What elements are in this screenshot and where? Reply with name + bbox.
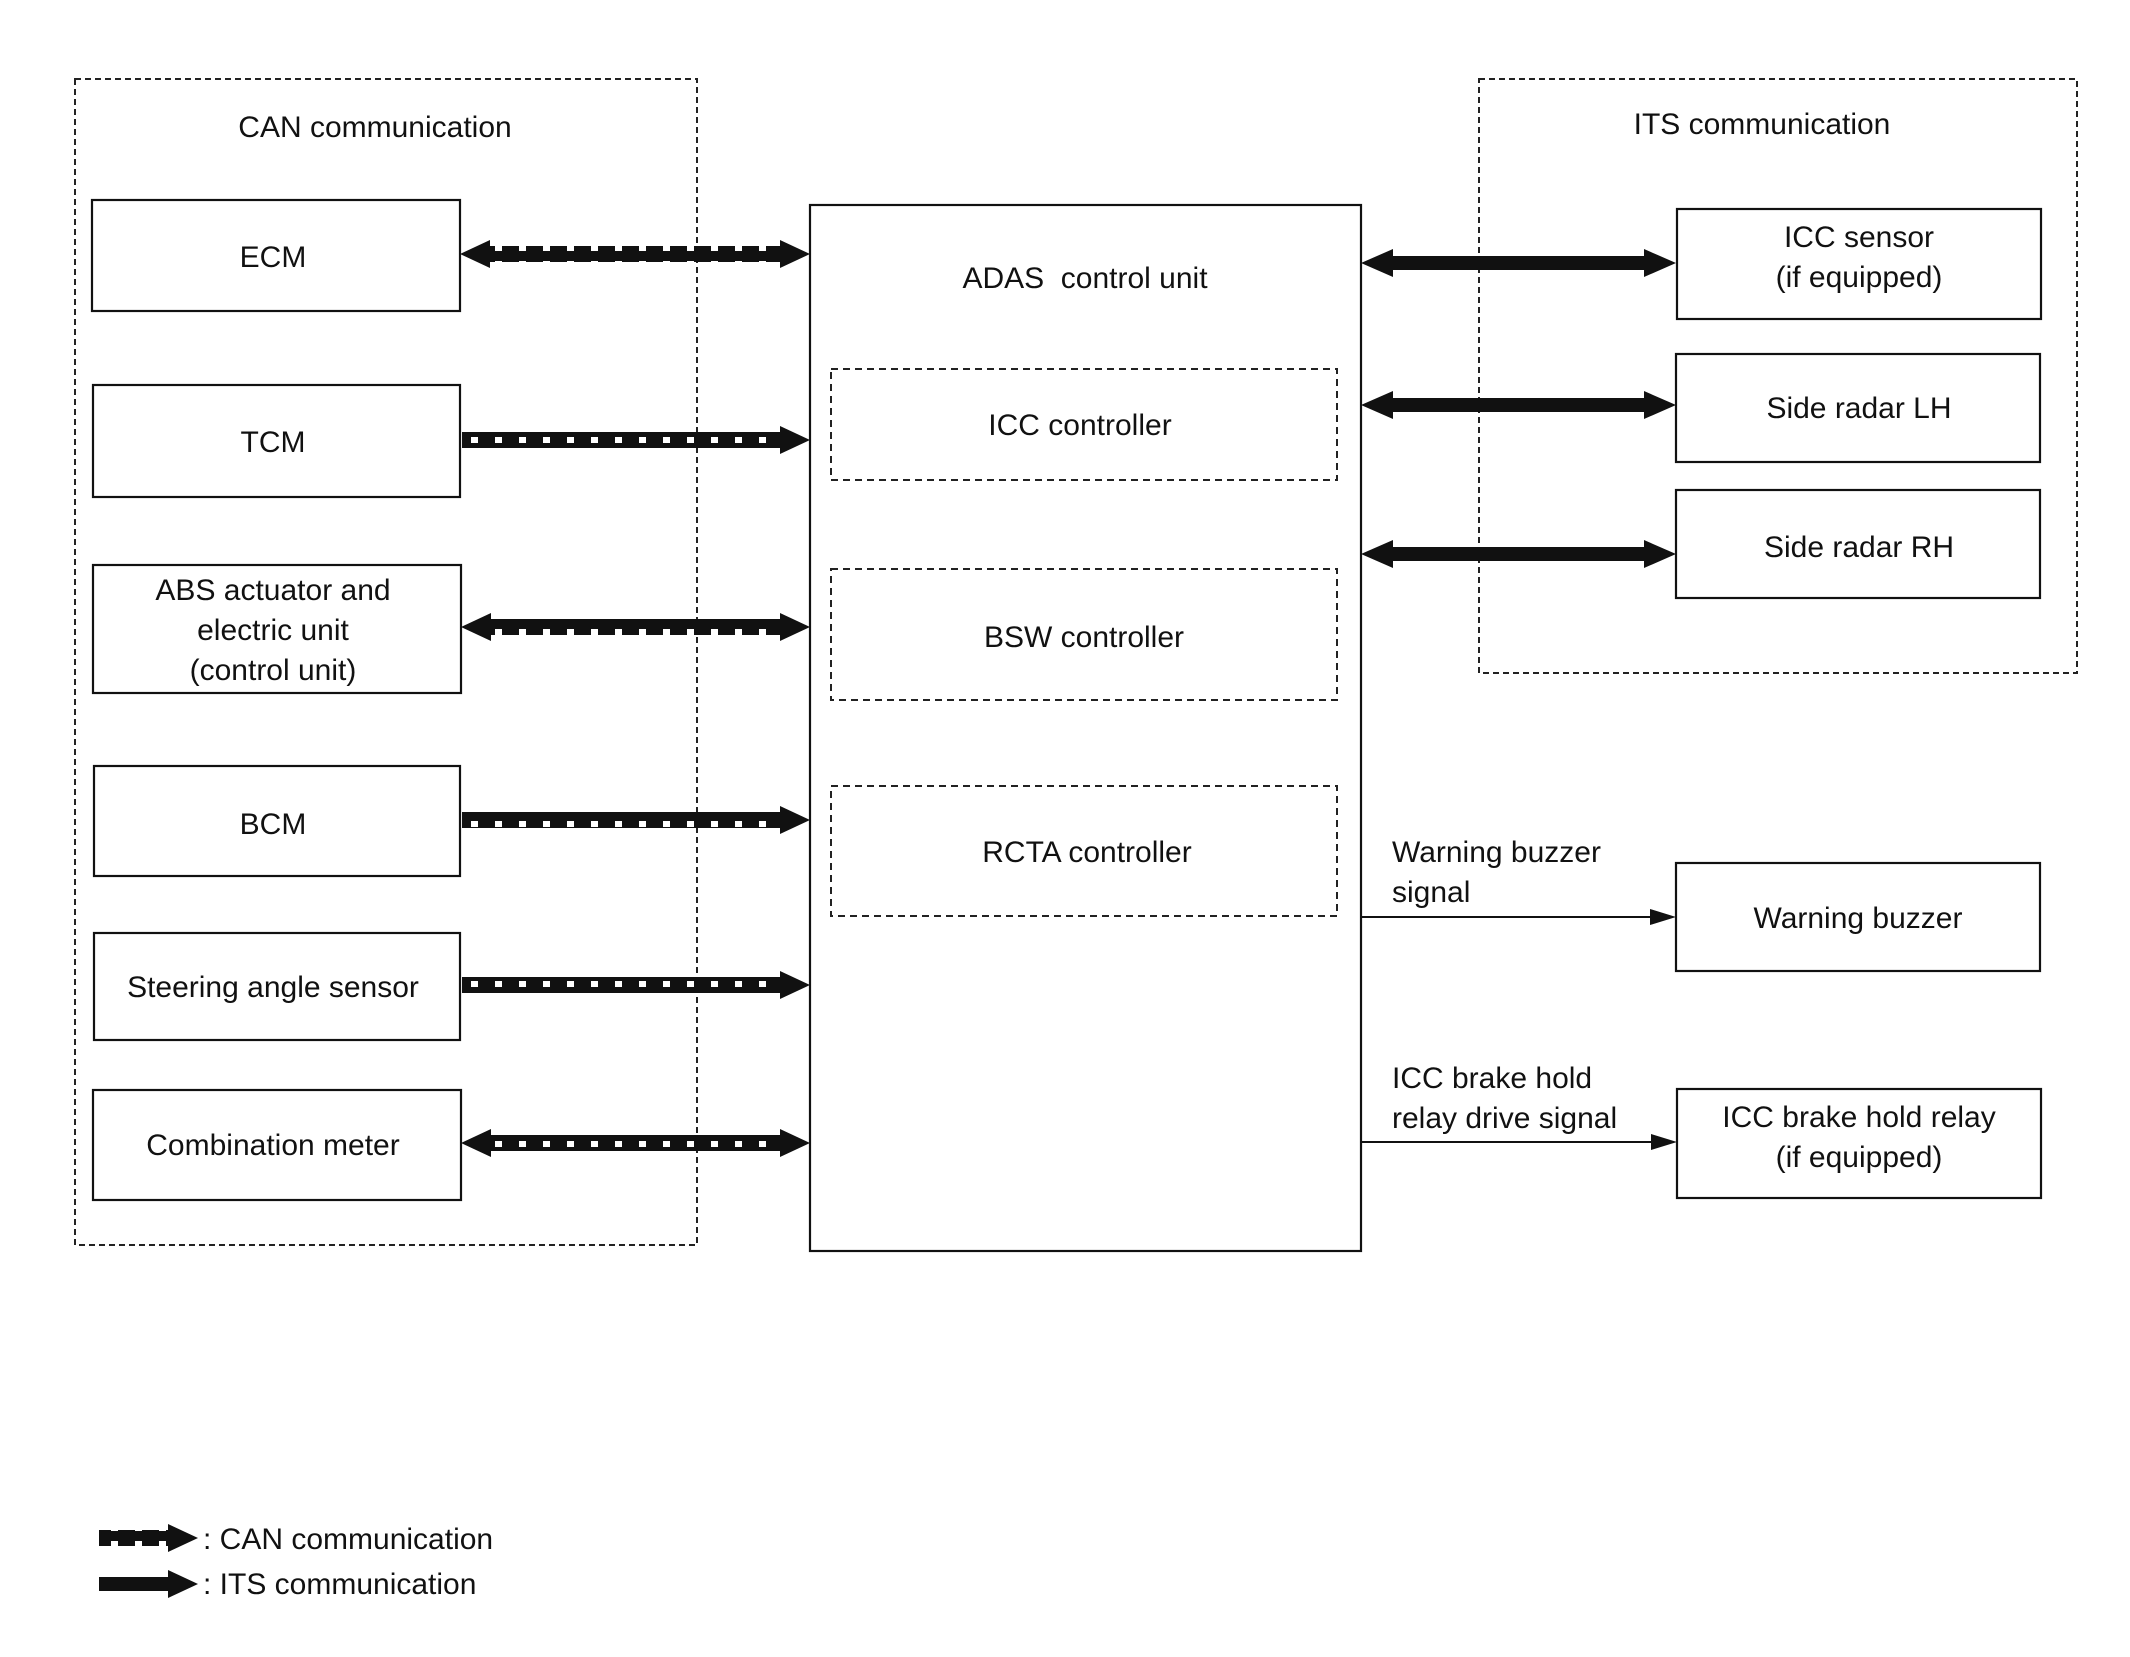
abs-label-line2: electric unit <box>197 614 349 647</box>
abs-label-line1: ABS actuator and <box>155 574 390 607</box>
abs-box <box>91 563 463 695</box>
ecm-box <box>90 198 462 313</box>
steering-angle-sensor-label: Steering angle sensor <box>127 971 419 1004</box>
brake-hold-signal-arrow <box>1361 1134 1677 1150</box>
brake-hold-relay-label-line2: (if equipped) <box>1776 1141 1943 1174</box>
bcm-can-arrow <box>462 806 810 834</box>
its-group-frame <box>1478 78 2078 674</box>
warning-buzzer-label: Warning buzzer <box>1754 902 1963 935</box>
brake-hold-signal-line1: ICC brake hold <box>1392 1062 1592 1095</box>
warning-buzzer-signal-line2: signal <box>1392 876 1470 909</box>
bcm-label: BCM <box>240 808 307 841</box>
tcm-can-arrow <box>462 426 810 454</box>
icc-controller-label: ICC controller <box>988 409 1171 442</box>
icc-sensor-label-line1: ICC sensor <box>1784 221 1934 254</box>
abs-can-arrow <box>461 613 810 641</box>
can-group-title: CAN communication <box>238 111 511 144</box>
legend-its-arrow-sample <box>99 1570 198 1598</box>
rcta-controller-label: RCTA controller <box>982 836 1192 869</box>
combination-meter-box <box>91 1088 463 1202</box>
tcm-label: TCM <box>241 426 306 459</box>
brake-hold-relay-box <box>1675 1087 2043 1200</box>
can-group-frame <box>74 78 698 1246</box>
side-radar-lh-label: Side radar LH <box>1766 392 1951 425</box>
legend-can-label: : CAN communication <box>203 1523 493 1556</box>
ecm-can-arrow <box>460 240 810 268</box>
side-radar-rh-label: Side radar RH <box>1764 531 1954 564</box>
warning-buzzer-signal-arrow <box>1361 909 1676 925</box>
legend-can-arrow-sample <box>99 1524 198 1552</box>
steering-can-arrow <box>462 971 810 999</box>
icc-sensor-box <box>1675 207 2043 321</box>
rcta-controller-box <box>830 785 1338 917</box>
steering-angle-sensor-box <box>92 931 462 1042</box>
warning-buzzer-box <box>1674 861 2042 973</box>
brake-hold-relay-label-line1: ICC brake hold relay <box>1722 1101 1995 1134</box>
tcm-box <box>91 383 462 499</box>
bsw-controller-box <box>830 568 1338 701</box>
adas-control-unit-box <box>808 203 1363 1253</box>
side-radar-rh-box <box>1674 488 2042 600</box>
adas-control-unit-title: ADAS control unit <box>962 262 1208 295</box>
side-radar-rh-its-arrow <box>1361 540 1676 568</box>
abs-label-line3: (control unit) <box>190 654 357 687</box>
side-radar-lh-its-arrow <box>1361 391 1676 419</box>
combination-meter-label: Combination meter <box>146 1129 399 1162</box>
meter-can-arrow <box>461 1129 810 1157</box>
icc-controller-box <box>830 368 1338 481</box>
legend-its-label: : ITS communication <box>203 1568 476 1601</box>
icc-sensor-its-arrow <box>1361 249 1676 277</box>
warning-buzzer-signal-line1: Warning buzzer <box>1392 836 1601 869</box>
side-radar-lh-box <box>1674 352 2042 464</box>
legend: : CAN communication : ITS communication <box>99 1523 493 1601</box>
brake-hold-signal-line2: relay drive signal <box>1392 1102 1617 1135</box>
icc-sensor-label-line2: (if equipped) <box>1776 261 1943 294</box>
bsw-controller-label: BSW controller <box>984 621 1184 654</box>
bcm-box <box>92 764 462 878</box>
ecm-label: ECM <box>240 241 307 274</box>
its-group-title: ITS communication <box>1634 108 1891 141</box>
